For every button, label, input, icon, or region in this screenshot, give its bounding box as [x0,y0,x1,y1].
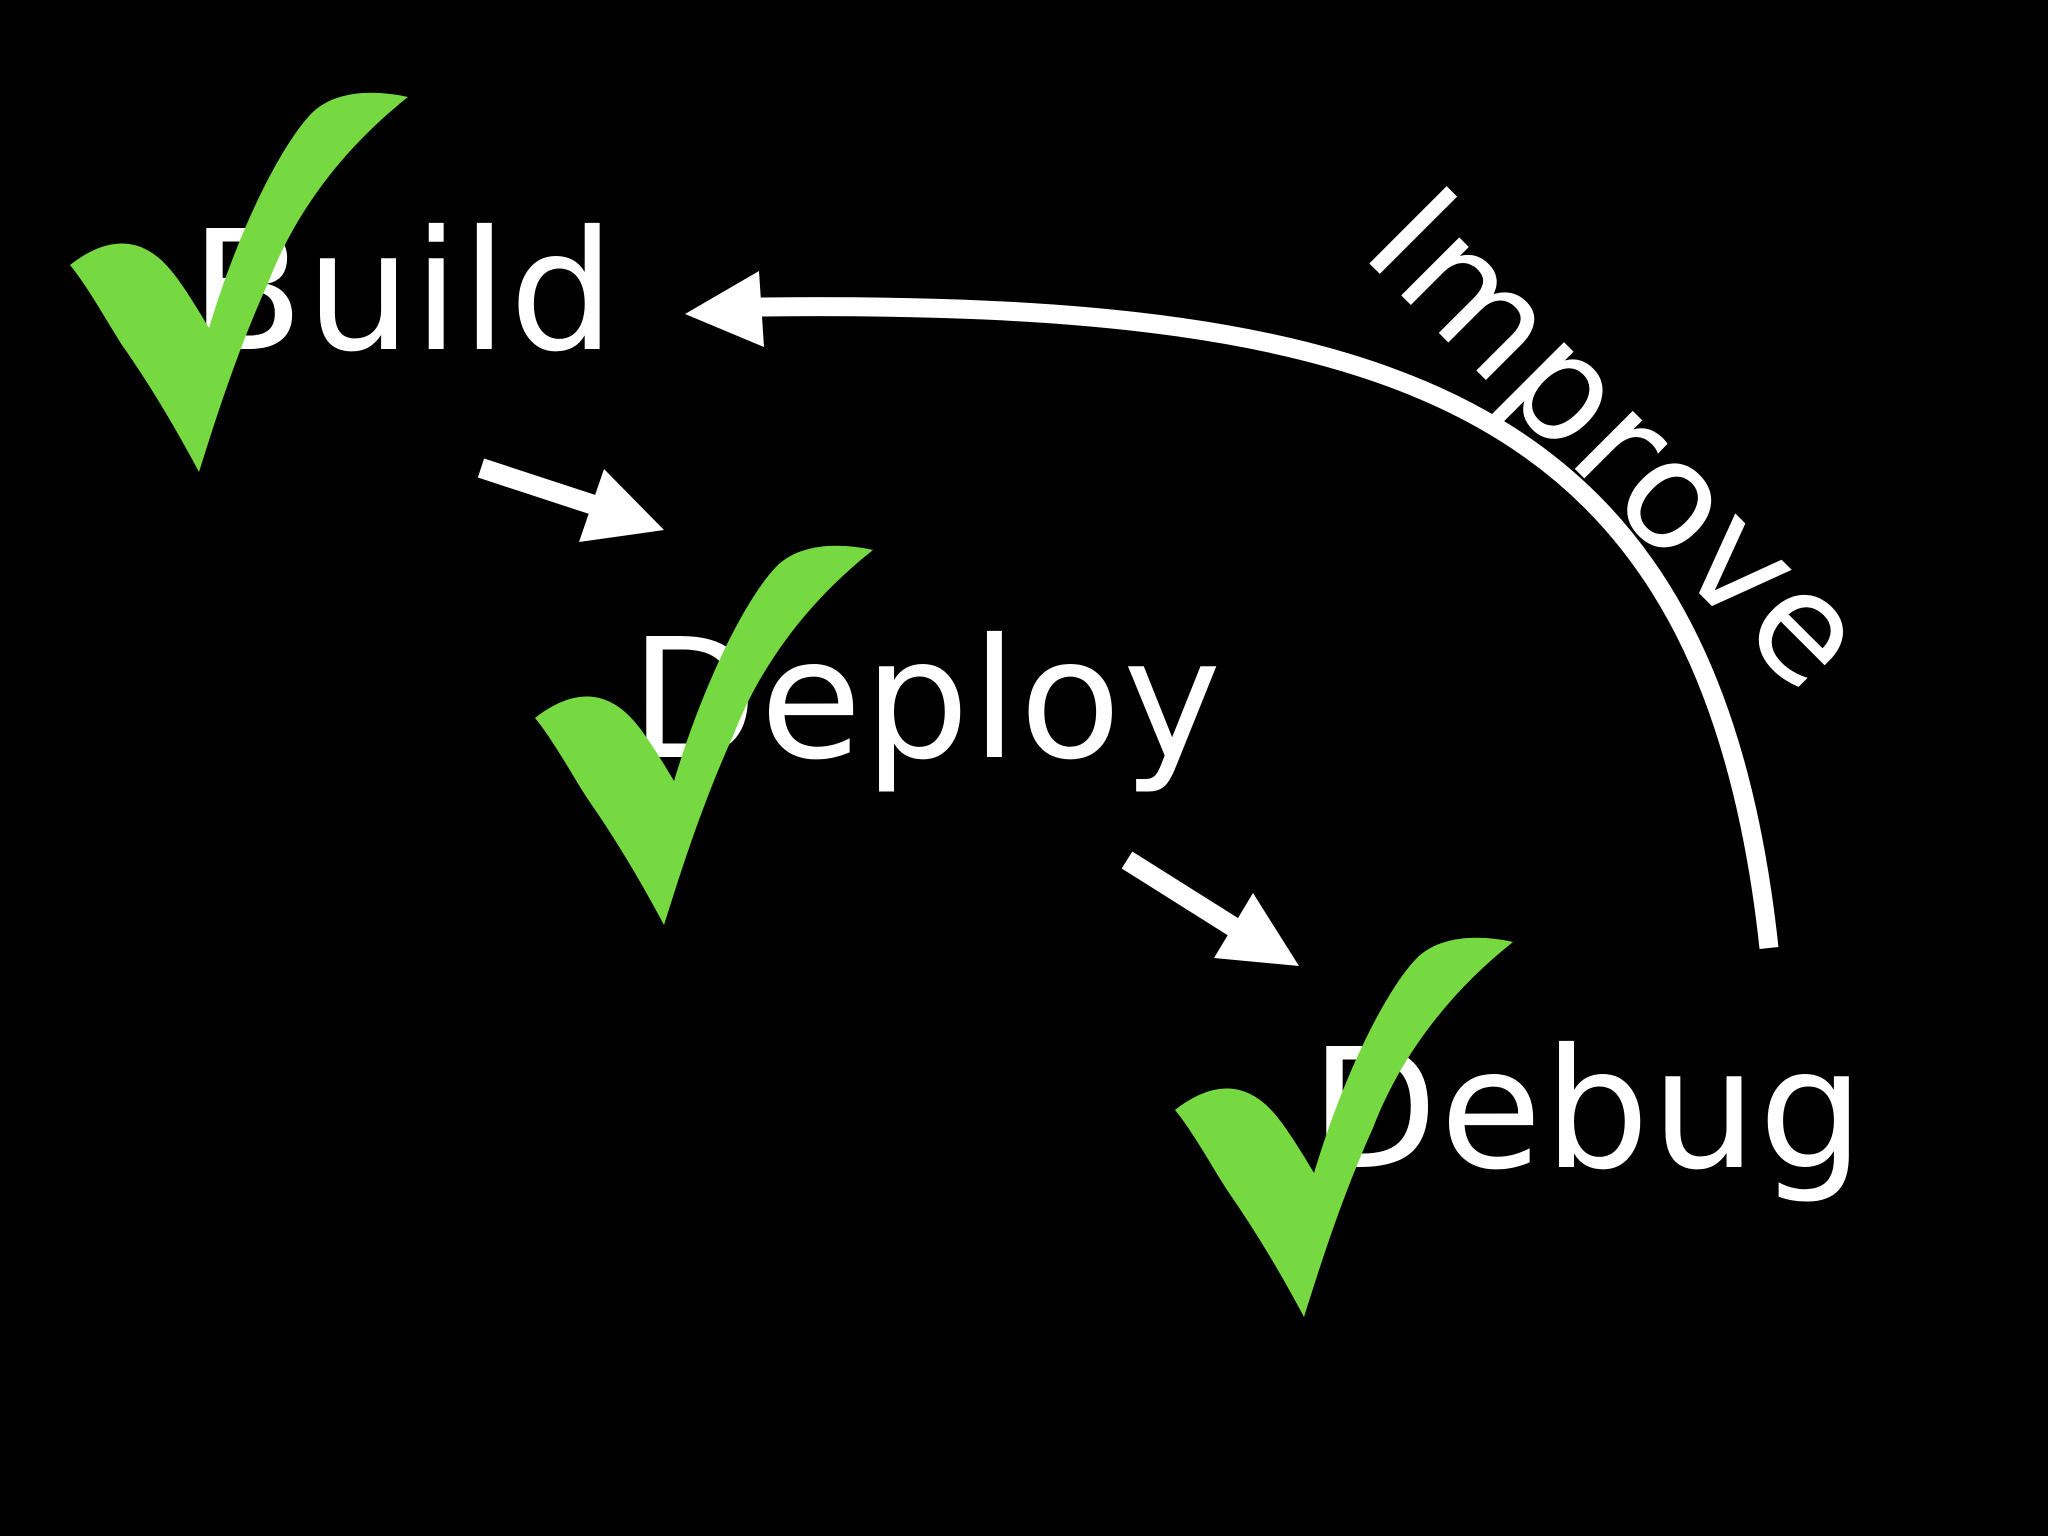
arrowhead [579,469,664,542]
arrow-icon [759,297,1779,950]
arrow-icon [1121,851,1241,937]
check-icon [535,545,873,925]
arrowhead [685,271,764,347]
arrow-improve-loop [685,271,1779,950]
check-icon [1175,937,1513,1317]
check-icon [70,92,408,473]
arrowhead [1214,893,1299,966]
arrow-build-to-deploy [477,458,664,542]
arrow-deploy-to-debug [1121,851,1299,966]
arrow-icon [477,458,604,517]
